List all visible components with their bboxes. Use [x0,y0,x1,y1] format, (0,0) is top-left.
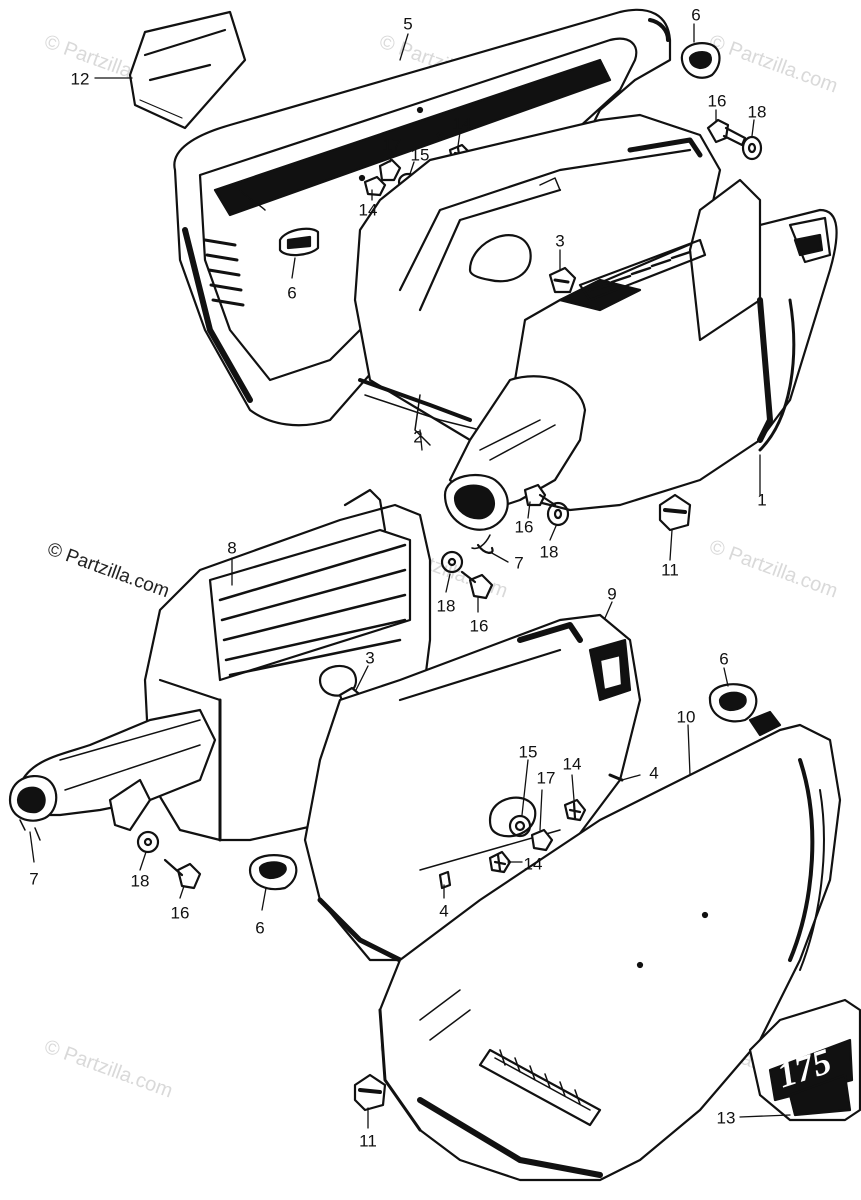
callout-4: 4 [439,901,449,921]
part-18-washer [741,135,763,161]
part-16-bolt-bottom [163,858,202,890]
intake-tube-top [443,375,587,550]
callout-15: 15 [518,742,538,762]
callout-7: 7 [29,869,39,889]
part-16-bolt-middle [523,483,557,507]
callout-6: 6 [719,649,729,669]
part-7-clamp-upper [476,543,494,554]
callout-10: 10 [676,707,696,727]
intake-tube-lower [8,708,217,841]
callout-14: 14 [358,200,378,220]
callout-2: 2 [413,427,423,447]
part-11-grommet-lower [353,1073,387,1112]
callout-16: 16 [707,91,727,111]
part-9-case [303,613,642,963]
callout-6: 6 [255,918,265,938]
part-16-bolt-lower [460,570,494,600]
callout-16: 16 [469,616,489,636]
callout-17: 17 [536,768,556,788]
callout-18: 18 [747,102,767,122]
callout-15: 15 [410,145,430,165]
part-6-grommet-left [248,854,298,891]
part-18-washer-lower [440,550,464,574]
callout-16: 16 [514,517,534,537]
callout-11: 11 [359,1131,377,1151]
callout-12: 12 [70,69,90,89]
callout-3: 3 [555,231,565,251]
part-3-grommet-top [548,266,577,294]
leader-lines [29,23,791,1129]
part-6-grommet [680,42,721,79]
callout-18: 18 [539,542,559,562]
part-18-washer-bottom [136,830,160,854]
callout-5: 5 [403,14,413,34]
part-2-case [353,113,722,446]
part-11-grommet-upper [658,493,692,532]
callout-3: 3 [365,648,375,668]
callout-1: 1 [757,490,767,510]
callout-16: 16 [170,903,190,923]
callout-18: 18 [130,871,150,891]
part-16-bolt [706,118,747,147]
part-6-grommet-right [708,683,758,723]
callout-4: 4 [649,763,659,783]
callout-13: 13 [716,1108,736,1128]
part-18-washer-middle [546,501,570,527]
part-13-emblem [748,998,861,1122]
callout-14: 14 [562,754,582,774]
callout-17: 17 [382,135,402,155]
callout-18: 18 [436,596,456,616]
callout-6: 6 [287,283,297,303]
part-1-side-cover [513,178,838,512]
callout-11: 11 [661,560,679,580]
callout-8: 8 [227,538,237,558]
part-12-plate [128,10,247,130]
callout-6: 6 [691,5,701,25]
callout-14: 14 [523,854,543,874]
hardware-lower [438,773,624,890]
part-10-side-cover [378,710,842,1182]
callout-14: 14 [452,114,472,134]
callout-7: 7 [514,553,524,573]
callout-9: 9 [607,584,617,604]
